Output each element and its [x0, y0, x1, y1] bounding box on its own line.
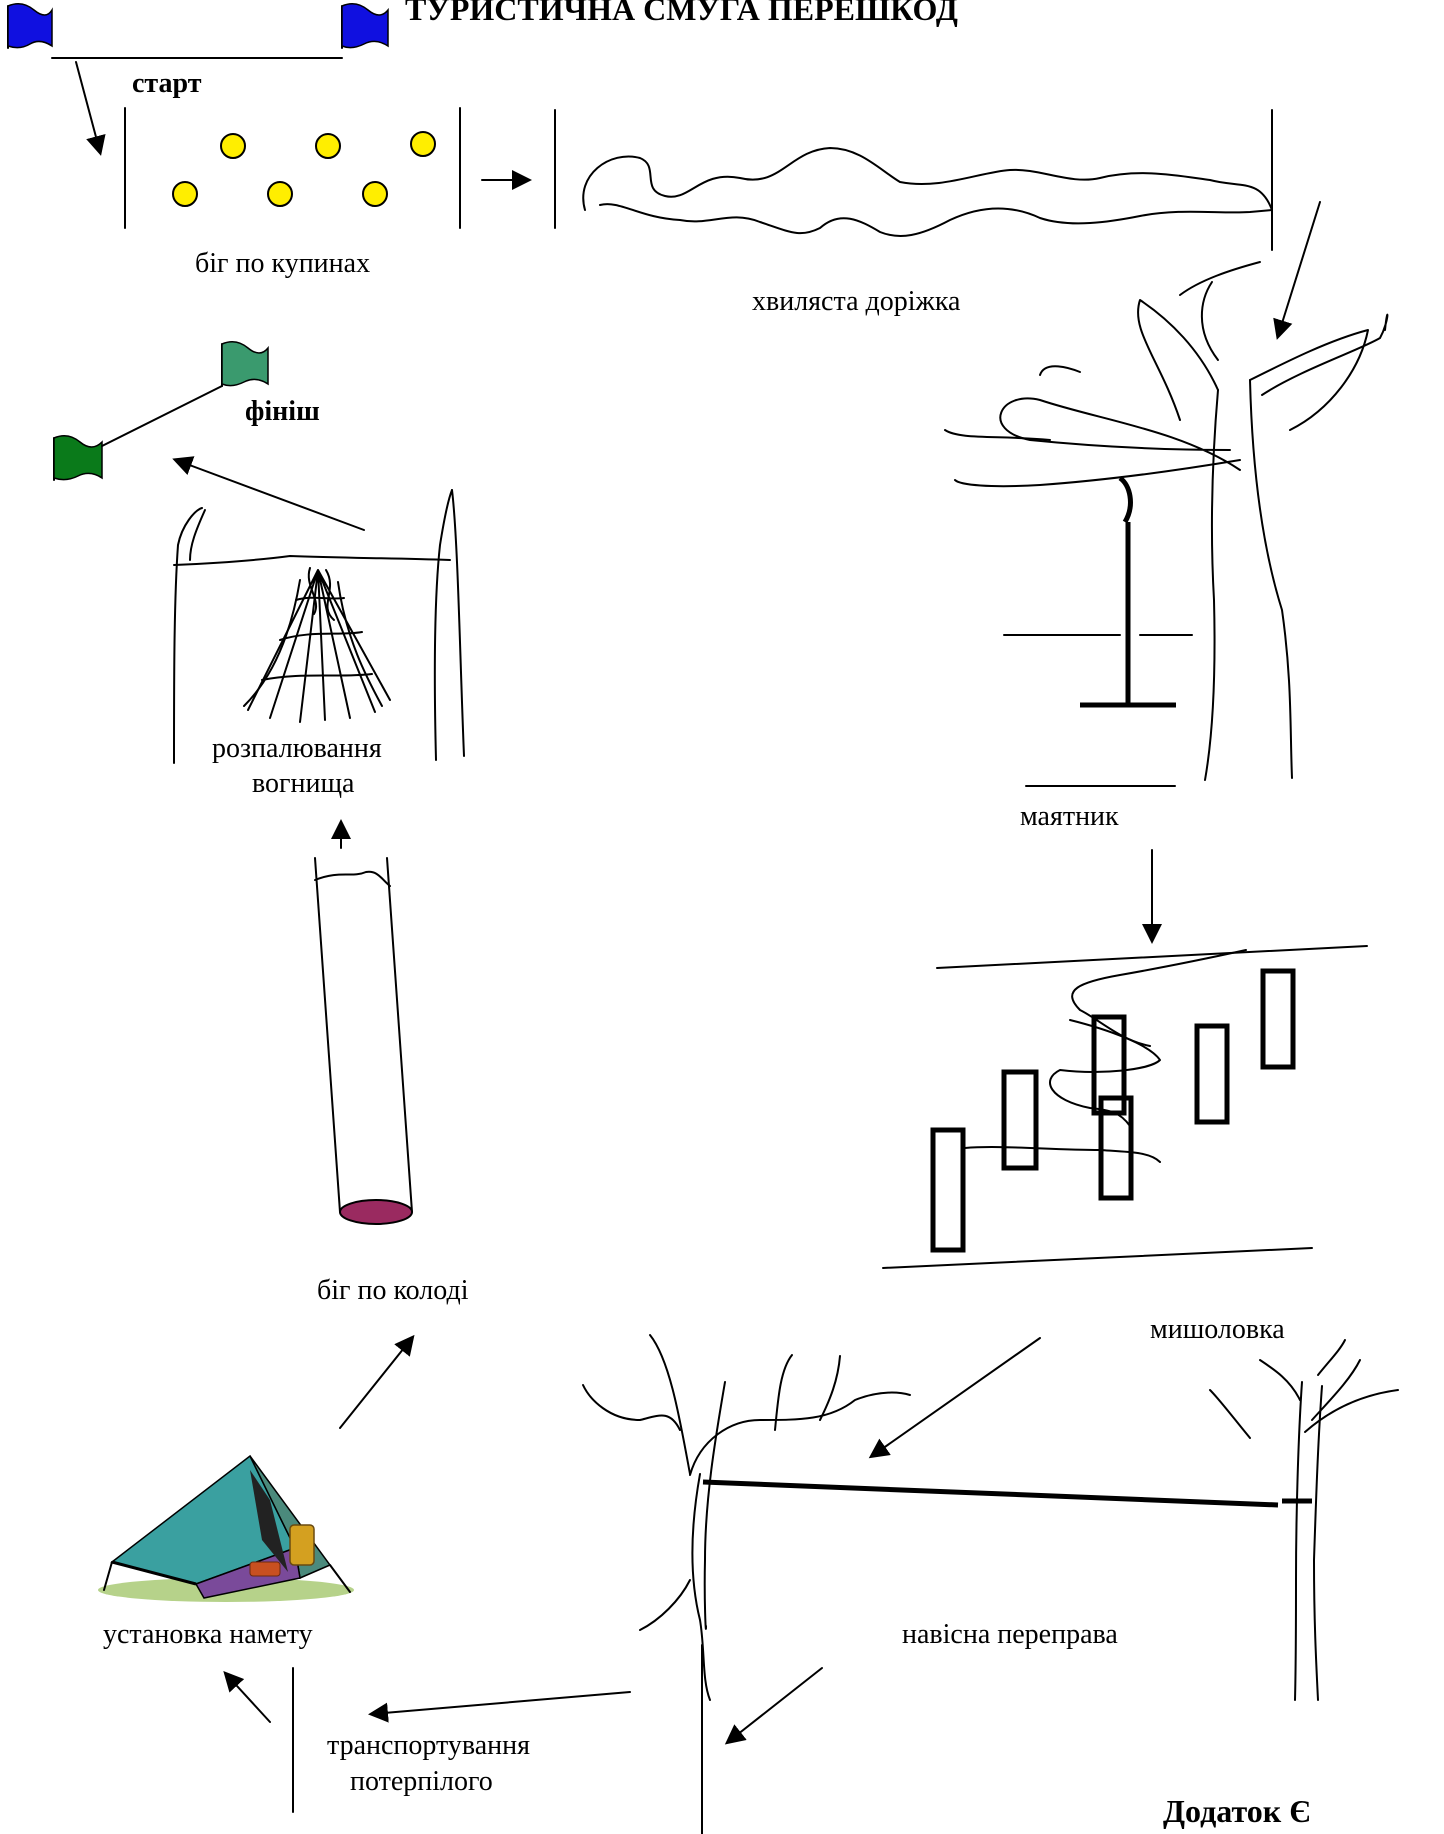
- fire-label-line2: вогнища: [252, 768, 355, 799]
- start-flag-icon: [8, 4, 52, 48]
- arrow-icon: [372, 1692, 630, 1714]
- start-label: старт: [132, 68, 202, 99]
- log-end: [340, 1200, 412, 1224]
- page-title: ТУРИСТИЧНА СМУГА ПЕРЕШКОД: [405, 0, 958, 27]
- arrow-icon: [1278, 202, 1320, 336]
- mousetrap-frame: [1263, 971, 1293, 1067]
- arrow-icon: [176, 460, 364, 530]
- arrow-icon: [76, 62, 100, 152]
- hummock: [316, 134, 340, 158]
- tent-icon: [98, 1456, 354, 1602]
- hummock: [173, 182, 197, 206]
- wavy-path-label: хвиляста доріжка: [752, 286, 961, 317]
- appendix-label: Додаток Є: [1163, 1793, 1311, 1829]
- wavy-path: [555, 110, 1272, 250]
- mousetrap-frame: [1197, 1026, 1227, 1122]
- mousetrap-label: мишоловка: [1150, 1314, 1285, 1345]
- tent-label: установка намету: [103, 1619, 313, 1650]
- transport-label-line2: потерпілого: [350, 1766, 493, 1797]
- campfire-icon: [244, 568, 390, 722]
- arrow-icon: [340, 1338, 412, 1428]
- arrow-icon: [226, 1674, 270, 1722]
- pendulum: [1004, 478, 1192, 786]
- tree-icon: [1210, 1340, 1398, 1700]
- finish-label: фініш: [245, 396, 320, 427]
- rope: [703, 1482, 1278, 1505]
- hummock: [221, 134, 245, 158]
- tree-icon: [583, 1335, 910, 1700]
- hummocks-zone: [125, 108, 460, 228]
- arrow-icon: [872, 1338, 1040, 1456]
- mousetrap: [883, 946, 1367, 1268]
- fire-label-line1: розпалювання: [212, 733, 382, 764]
- arrow-icon: [728, 1668, 822, 1742]
- crossing-label: навісна переправа: [902, 1619, 1118, 1650]
- start-flag-icon: [342, 4, 388, 48]
- mousetrap-frame: [933, 1130, 963, 1250]
- finish-flag-icon: [54, 436, 102, 480]
- mousetrap-frame: [1004, 1072, 1036, 1168]
- log-label: біг по колоді: [317, 1275, 469, 1306]
- pendulum-label: маятник: [1020, 801, 1119, 832]
- finish-flag-icon: [222, 342, 268, 386]
- transport-label-line1: транспортування: [327, 1730, 530, 1761]
- hummocks-label: біг по купинах: [195, 248, 370, 279]
- finish-line: [102, 386, 222, 446]
- campfire-zone: [174, 490, 464, 763]
- hummock: [411, 132, 435, 156]
- tree-icon: [945, 262, 1387, 780]
- log: [315, 858, 412, 1224]
- hummock: [363, 182, 387, 206]
- hummock: [268, 182, 292, 206]
